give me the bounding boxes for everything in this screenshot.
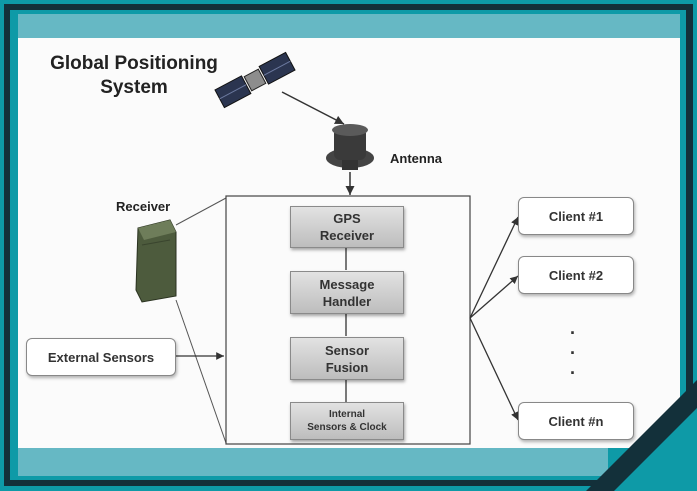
- fusion-line-1: Sensor: [324, 342, 370, 358]
- diagram-title: Global Positioning System: [44, 52, 224, 100]
- antenna-icon: [326, 124, 374, 170]
- internal-sensors-block: Internal Sensors & Clock: [290, 402, 404, 440]
- system-box: [225, 195, 471, 445]
- receiver-icon: [135, 219, 177, 303]
- title-line-1: Global Positioning: [50, 53, 218, 74]
- external-sensors-label: External Sensors: [47, 349, 155, 365]
- client-n-label: Client #n: [548, 413, 604, 429]
- sensor-fusion-block: Sensor Fusion: [290, 337, 404, 380]
- client-n-box: Client #n: [518, 402, 634, 440]
- callout-bottom: [175, 299, 227, 444]
- top-bar: [18, 14, 680, 38]
- receiver-label: Receiver: [116, 199, 171, 214]
- message-line-2: Handler: [322, 293, 372, 309]
- message-line-1: Message: [319, 276, 375, 292]
- client-1-box: Client #1: [518, 197, 634, 235]
- satellite-icon: [214, 51, 296, 109]
- message-handler-block: Message Handler: [290, 271, 404, 314]
- line-client-2: [469, 275, 519, 319]
- external-sensors-box: External Sensors: [26, 338, 176, 376]
- gps-line-1: GPS: [333, 211, 361, 226]
- gps-line-2: Receiver: [319, 228, 375, 243]
- line-client-n: [469, 317, 519, 421]
- internal-line-2: Sensors & Clock: [307, 422, 387, 433]
- signal-arrow: [281, 91, 345, 125]
- line-client-1: [469, 216, 519, 319]
- fusion-line-2: Fusion: [325, 359, 369, 375]
- client-ellipsis: . . .: [570, 318, 576, 378]
- antenna-label: Antenna: [390, 151, 442, 166]
- callout-top: [175, 197, 227, 226]
- bottom-bar: [18, 448, 608, 476]
- client-1-label: Client #1: [548, 208, 604, 224]
- corner-teal: [614, 408, 697, 491]
- gps-receiver-block: GPS Receiver: [290, 206, 404, 248]
- internal-line-1: Internal: [328, 409, 366, 420]
- client-2-label: Client #2: [548, 267, 604, 283]
- client-2-box: Client #2: [518, 256, 634, 294]
- title-line-2: System: [100, 77, 168, 98]
